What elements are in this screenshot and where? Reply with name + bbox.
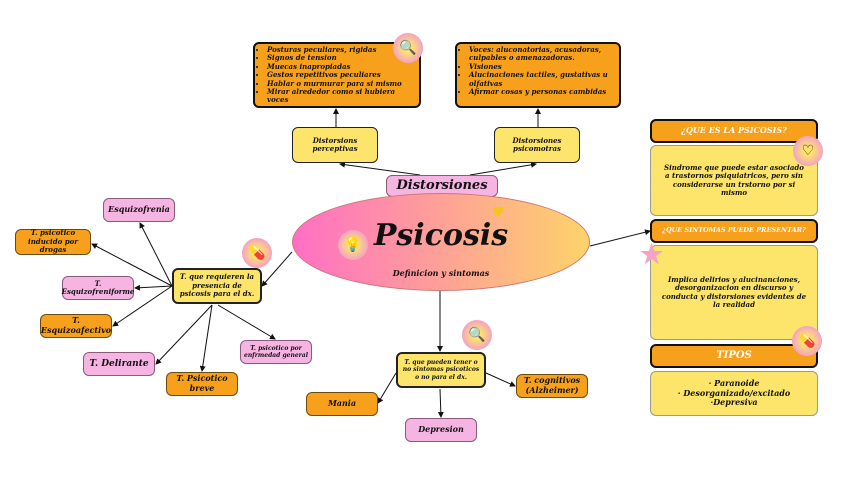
panel-header-tipos: TIPOS <box>650 344 818 368</box>
lightbulb-icon: 💡 <box>338 230 368 260</box>
node-t-esquizoafectivo: T. Esquizoafectivo <box>40 314 112 338</box>
psicomotras-symptoms-box: Voces: aluconatorias, acusadoras, culpab… <box>455 42 621 108</box>
pills-icon: 💊 <box>792 326 822 356</box>
magnifier-icon: 🔍 <box>393 33 423 63</box>
node-t-psicotico-enfermedad: T. psicotico por enfrmedad general <box>240 340 312 364</box>
tipo-item: ·Depresiva <box>710 397 758 408</box>
symptom-item: Gestos repetitivos peculiares <box>267 70 417 79</box>
panel-header-sintomas: ¿QUE SINTOMAS PUEDE PRESENTAR? <box>650 219 818 243</box>
panel-body-que-es: Sindrome que puede estar asociado a tras… <box>650 145 818 216</box>
node-left-hub: T. que requieren la presencia de psicosi… <box>172 268 262 304</box>
panel-body-tipos: · Paranoide · Desorganizado/excitado ·De… <box>650 371 818 416</box>
symptom-item: Signos de tension <box>267 53 417 62</box>
pills-icon: 💊 <box>242 238 272 268</box>
symptom-item: Alucinaciones tactiles, gustativas u olf… <box>469 71 617 88</box>
heart-icon: ♥ <box>492 205 505 221</box>
symptom-item: Hablar o murmurar para si mismo <box>267 79 417 88</box>
node-mania: Mania <box>306 392 378 416</box>
node-distorsiones-psicomotras: Distorsiones psicomotras <box>494 127 580 163</box>
star-icon: ★ <box>640 240 664 270</box>
central-title: Psicosis <box>373 218 509 253</box>
symptom-item: Visiones <box>469 62 617 71</box>
node-t-esquizofreniforme: T. Esquizofreniforme <box>62 276 134 300</box>
panel-header-que-es: ¿QUE ES LA PSICOSIS? <box>650 119 818 143</box>
perceptivas-symptoms-box: Posturas peculiares, rigidasSignos de te… <box>253 42 421 108</box>
node-distorsions-perceptivas: Distorsions perceptivas <box>292 127 378 163</box>
central-ellipse: Psicosis Definicion y sintomas <box>292 193 590 291</box>
tipo-item: · Paranoide <box>708 378 760 389</box>
central-subtitle: Definicion y sintomas <box>392 268 490 278</box>
magnifier-icon: 🔍 <box>462 320 492 350</box>
node-depresion: Depresion <box>405 418 477 442</box>
symptom-item: Afirmar cosas y personas cambidas <box>469 87 617 96</box>
symptom-item: Voces: aluconatorias, acusadoras, culpab… <box>469 45 617 63</box>
node-t-psicotico-breve: T. Psicotico breve <box>166 372 238 396</box>
heart-icon: ♡ <box>793 136 823 166</box>
node-t-delirante: T. Delirante <box>83 352 155 376</box>
node-bottom-hub: T. que pueden tener o no sintomas psicot… <box>396 352 486 388</box>
symptom-item: Mirar alrededor como si hubiera voces <box>267 87 417 105</box>
panel-body-sintomas: Implica delirios y alucinanciones, desor… <box>650 245 818 340</box>
node-t-psicotico-drogas: T. psicotico inducido por drogas <box>15 229 91 255</box>
symptom-item: Posturas peculiares, rigidas <box>267 45 417 54</box>
node-esquizofrenia: Esquizofrenia <box>103 198 175 222</box>
node-t-cognitivos: T. cognitivos (Alzheimer) <box>516 374 588 398</box>
tipo-item: · Desorganizado/excitado <box>677 387 791 398</box>
symptom-item: Muecas inapropiadas <box>267 62 417 71</box>
